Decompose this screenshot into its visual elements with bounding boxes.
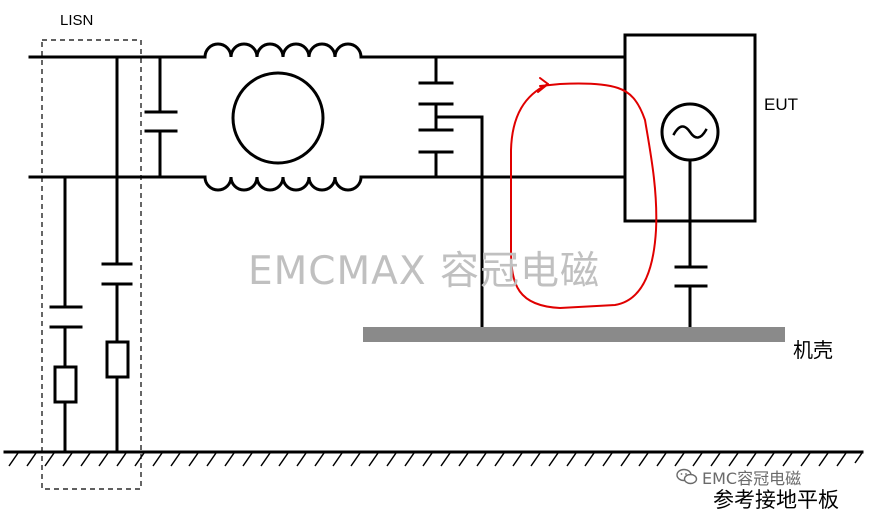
choke-winding-bottom [203,175,363,192]
watermark-text: EMCMAX 容冠电磁 [248,249,600,294]
lisn-label: LISN [60,12,94,29]
source-tag-text: EMC容冠电磁 [702,469,802,488]
ac-source-icon [660,102,720,162]
common-mode-current-loop [510,77,658,310]
lisn-branch-2 [101,55,133,454]
lisn-boundary [41,39,142,490]
source-tag: EMC容冠电磁 [676,465,801,489]
y-capacitor-pair [418,55,484,330]
ground-hatching [8,452,863,467]
x-capacitor [144,55,178,179]
choke-core [231,71,325,165]
chassis-bar [363,327,785,342]
lisn-branch-1 [49,175,83,454]
eut-chassis-capacitor [674,265,708,330]
ground-plane-label: 参考接地平板 [713,488,839,512]
eut-label: EUT [764,95,798,114]
choke-winding-top [203,42,363,59]
wechat-icon [676,468,698,485]
chassis-label: 机壳 [793,338,833,362]
